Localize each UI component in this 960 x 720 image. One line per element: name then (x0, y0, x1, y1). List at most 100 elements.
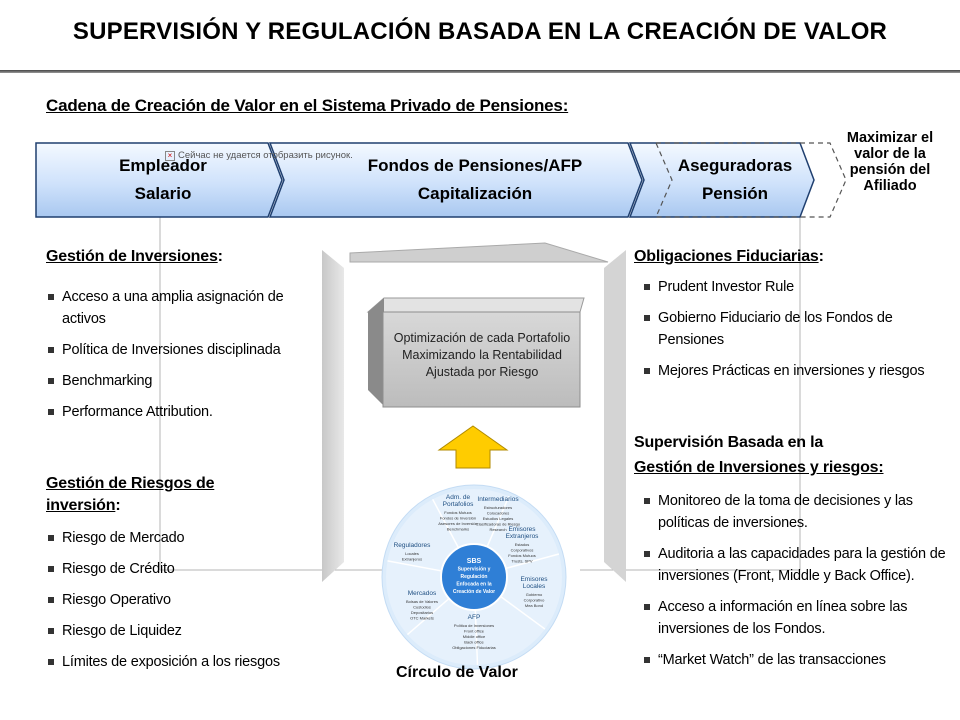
risk-management-heading: Gestión de Riesgos de inversión: (46, 475, 215, 514)
chain-afp-line1: Fondos de Pensiones/AFP (367, 156, 583, 175)
circle-segment-item: Front office (464, 629, 485, 634)
chain-label-afp: Fondos de Pensiones/AFP Capitalización (330, 152, 620, 208)
list-item: Límites de exposición a los riesgos (46, 651, 320, 673)
circle-segment-item: Benchmarks (447, 527, 469, 532)
circle-center-text: Creación de Valor (453, 589, 495, 595)
circle-segment-item: Fondos Mutuos (444, 510, 472, 515)
circle-segment-item: Mea Bond (525, 603, 543, 608)
circle-center-text: Regulación (461, 574, 488, 580)
circle-segment-title: Emisores (520, 576, 548, 583)
broken-image-text: Сейчас не удается отобразить рисунок. (178, 150, 353, 161)
chain-aseguradoras-line2: Pensión (701, 184, 769, 203)
circle-segment-item: Clasificadoras de Riesgo (476, 522, 521, 527)
circle-segment: IntermediariosEstructuradoresColocadores… (476, 496, 521, 532)
fiduciary-obligations-heading: Obligaciones Fiduciarias: (634, 248, 824, 265)
chain-label-aseguradoras: Aseguradoras Pensión (660, 152, 810, 208)
circle-segment: EmisoresExtranjerosEstadosCorporativosFo… (506, 526, 540, 564)
list-item: Prudent Investor Rule (642, 276, 942, 298)
slide-title: SUPERVISIÓN Y REGULACIÓN BASADA EN LA CR… (72, 18, 888, 45)
circle-segment-item: Estados (515, 542, 529, 547)
list-item: Mejores Prácticas en inversiones y riesg… (642, 360, 942, 382)
risk-based-supervision-heading: Supervisión Basada en la Gestión de Inve… (634, 434, 884, 476)
broken-image-placeholder: × Сейчас не удается отобразить рисунок. (165, 150, 353, 161)
list-item: Riesgo de Mercado (46, 527, 320, 549)
list-item: Acceso a información en línea sobre las … (642, 596, 952, 640)
circle-divider (406, 598, 450, 636)
chain-empleador-line1: Empleador (119, 156, 207, 175)
risk-based-supervision-list: Monitoreo de la toma de decisiones y las… (642, 490, 952, 680)
title-rule (0, 70, 960, 73)
investment-management-list: Acceso a una amplia asignación de activo… (46, 286, 320, 432)
circle-center (440, 543, 508, 611)
list-item: “Market Watch” de las transacciones (642, 649, 952, 671)
chain-label-empleador: Empleador Salario (88, 152, 238, 208)
circle-segment-item: Gobierno (526, 592, 543, 597)
chain-empleador-line2: Salario (134, 184, 192, 203)
circle-segment-title: Emisores (508, 526, 536, 533)
list-item: Gobierno Fiduciario de los Fondos de Pen… (642, 307, 942, 351)
list-item: Monitoreo de la toma de decisiones y las… (642, 490, 952, 534)
circle-segment-item: Bolsas de Valores (406, 599, 438, 604)
chain-arrow-goal (655, 142, 847, 218)
optimization-box-text: Optimización de cada Portafolio Maximiza… (393, 331, 571, 379)
top-trapezoid (349, 242, 609, 263)
circle-divider (500, 595, 546, 630)
circle-segment-item: Custodios (413, 605, 431, 610)
circle-divider (474, 609, 479, 665)
investment-management-heading: Gestión de Inversiones: (46, 248, 223, 265)
list-item: Performance Attribution. (46, 401, 320, 423)
circle-segment-title: Mercados (408, 590, 437, 597)
circle-segment-title: Extranjeros (506, 533, 540, 540)
circle-segment-item: Locales (405, 551, 419, 556)
circle-segment-item: Research (489, 527, 506, 532)
chain-afp-line2: Capitalización (417, 184, 533, 203)
circle-center-text: Enfocada en la (456, 582, 492, 588)
circle-segment-item: Middle office (463, 634, 486, 639)
goal-label: Maximizar el valor de la pensión del Afi… (846, 130, 934, 194)
left-triangle (322, 250, 344, 582)
list-item: Riesgo de Crédito (46, 558, 320, 580)
circle-divider (486, 495, 510, 548)
circle-segment-item: Estudios Legales (483, 516, 513, 521)
fiduciary-obligations-list: Prudent Investor Rule Gobierno Fiduciari… (642, 276, 942, 391)
circle-segment-item: Obligaciones Fiduciarias (452, 645, 496, 650)
chain-aseguradoras-line1: Aseguradoras (677, 156, 793, 175)
circle-segment-item: Política de Inversiones (454, 623, 494, 628)
circle-segment-item: Fondos de Inversión (440, 516, 476, 521)
circle-segment-item: Depositarios (411, 610, 433, 615)
list-item: Riesgo Operativo (46, 589, 320, 611)
value-circle-label: Círculo de Valor (396, 664, 518, 681)
chain-arrow-empleador (35, 142, 283, 218)
circle-center-text: Supervisión y (458, 567, 491, 573)
circle-segment-item: Trusts, SPV (511, 559, 533, 564)
circle-segment-title: Portafolios (443, 501, 474, 508)
circle-segment-title: Reguladores (394, 542, 432, 549)
right-triangle (604, 250, 626, 582)
circle-segment-item: Corporativos (511, 548, 534, 553)
circle-center-text: SBS (467, 558, 482, 565)
broken-image-icon: × (165, 150, 175, 161)
circle-segment-title: Adm. de (446, 494, 471, 501)
list-item: Riesgo de Liquidez (46, 620, 320, 642)
list-item: Acceso a una amplia asignación de activo… (46, 286, 320, 330)
value-chain-subtitle: Cadena de Creación de Valor en el Sistem… (46, 96, 569, 115)
circle-segment-item: Asesores de Inversión (438, 521, 478, 526)
risk-management-list: Riesgo de Mercado Riesgo de Crédito Ries… (46, 527, 320, 682)
up-arrow (437, 425, 509, 469)
list-item: Auditoria a las capacidades para la gest… (642, 543, 952, 587)
value-chain-arrows (35, 142, 815, 218)
optimization-box (366, 297, 585, 408)
circle-segment-item: Corporativo (524, 598, 545, 603)
circle-segment-item: Estructuradores (484, 505, 512, 510)
list-item: Benchmarking (46, 370, 320, 392)
circle-segment-title: Intermediarios (477, 496, 519, 503)
circle-segment-item: OTC Markets (410, 616, 434, 621)
circle-segment-title: Locales (523, 583, 546, 590)
list-item: Política de Inversiones disciplinada (46, 339, 320, 361)
circle-segment-item: Extranjeros (402, 557, 422, 562)
